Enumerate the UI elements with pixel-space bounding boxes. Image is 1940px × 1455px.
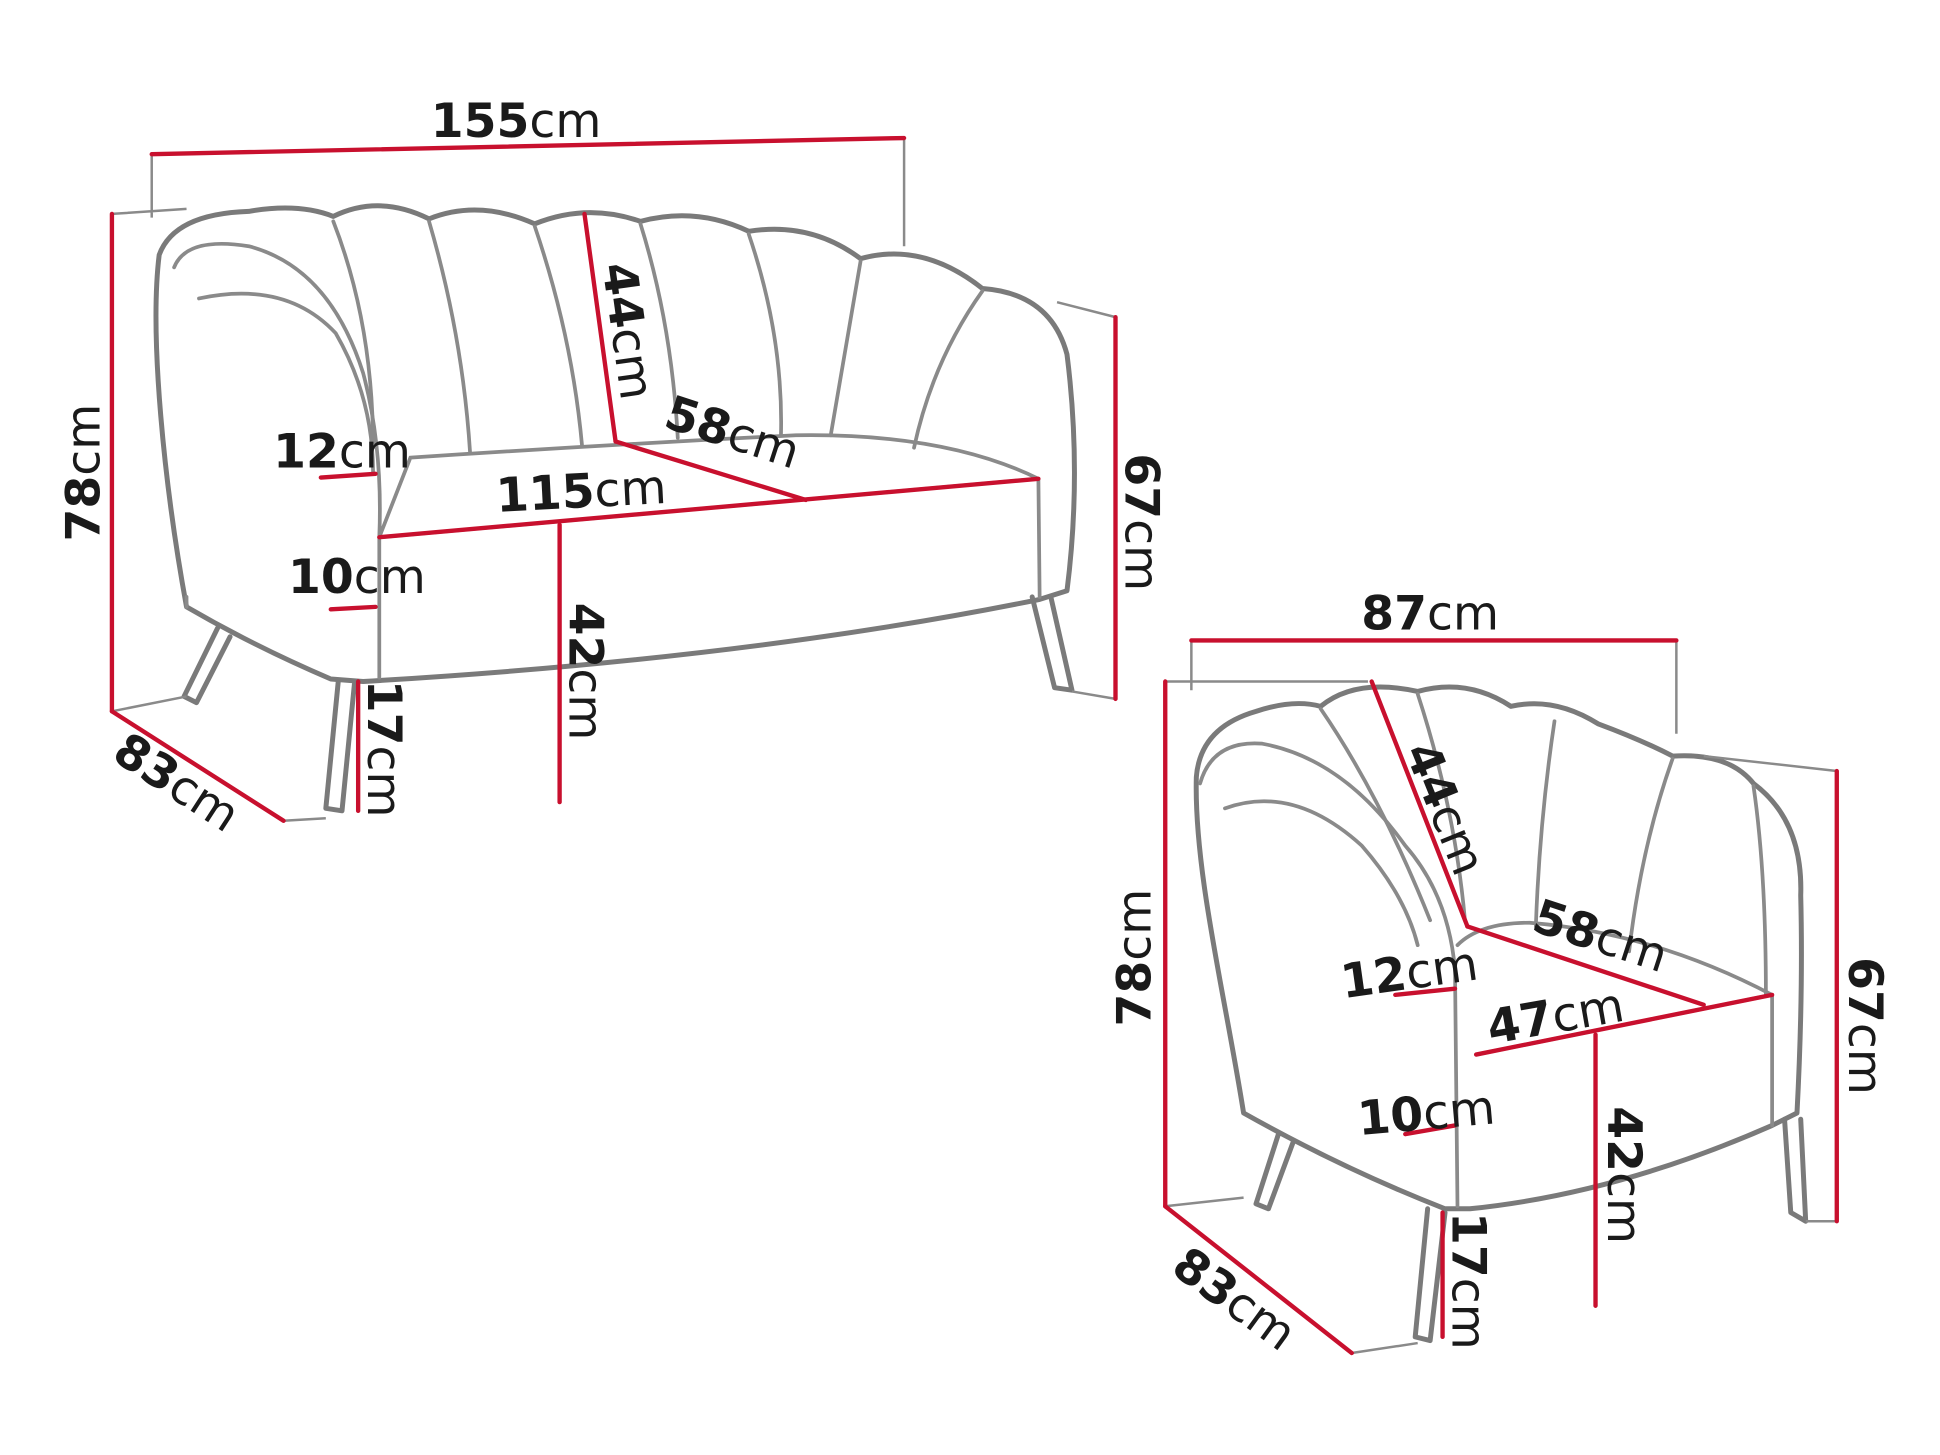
sofa-armrest-bottom-line [328,604,378,612]
armchair-backrest-line [1369,679,1470,929]
armchair-backrest-label: 44cm [1393,735,1496,883]
sofa-seat [377,433,1042,599]
armchair-dimensions: 87cm 78cm 83cm 67cm 44cm 58cm 47cm 12cm … [1107,586,1892,1362]
armchair-width-label: 87cm [1361,586,1499,641]
sofa-seat-depth-label: 58cm [658,386,806,481]
armchair-armrest-bottom-line [1403,1123,1458,1137]
armchair-height-label: 78cm [1107,889,1162,1027]
armchair-outline [1193,684,1804,1212]
armchair-depth-line [1163,1204,1354,1356]
sofa-leg-height-label: 17cm [356,680,411,818]
sofa-seat-height-label: 42cm [558,603,613,741]
armchair-legs [1253,1116,1809,1344]
armchair-channels [1318,692,1768,997]
sofa-depth-line [109,709,286,823]
sofa-backrest-line [582,211,618,444]
sofa-drawing [153,203,1077,814]
sofa-seat-depth-line [613,439,809,503]
sofa-width-label: 155cm [431,94,602,149]
armchair-back-height-label: 67cm [1837,957,1892,1095]
sofa-left-arm [172,242,382,680]
sofa-width-line [149,135,907,157]
sofa-depth-label: 83cm [104,722,250,843]
sofa-back-height-label: 67cm [1113,453,1168,591]
sofa-height-label: 78cm [56,404,111,542]
armchair-armrest-top-line [1393,986,1458,998]
armchair-seat-width-label: 47cm [1483,978,1628,1056]
sofa-armrest-bottom-label: 10cm [288,550,426,605]
armchair-leg-height-label: 17cm [1441,1212,1496,1350]
sofa-seat-width-line [377,476,1041,540]
armchair-seat-depth-line [1465,924,1706,1007]
sofa-backrest-label: 44cm [590,259,664,403]
sofa-channels [331,219,985,455]
armchair-seat-height-label: 42cm [1596,1106,1651,1244]
armchair-seat-width-line [1473,992,1775,1057]
sofa-dimensions: 155cm 78cm 83cm 67cm 44cm 58cm 115cm 12c… [56,94,1168,844]
armchair-armrest-bottom-label: 10cm [1355,1080,1497,1147]
sofa-outline [153,203,1077,684]
sofa-armrest-top-label: 12cm [273,425,411,480]
sofa-seat-width-label: 115cm [495,460,668,524]
armchair-armrest-top-label: 12cm [1337,936,1481,1010]
armchair-left-arm [1198,741,1460,1209]
sofa-armrest-top-line [318,471,378,480]
sofa-legs [181,594,1075,814]
